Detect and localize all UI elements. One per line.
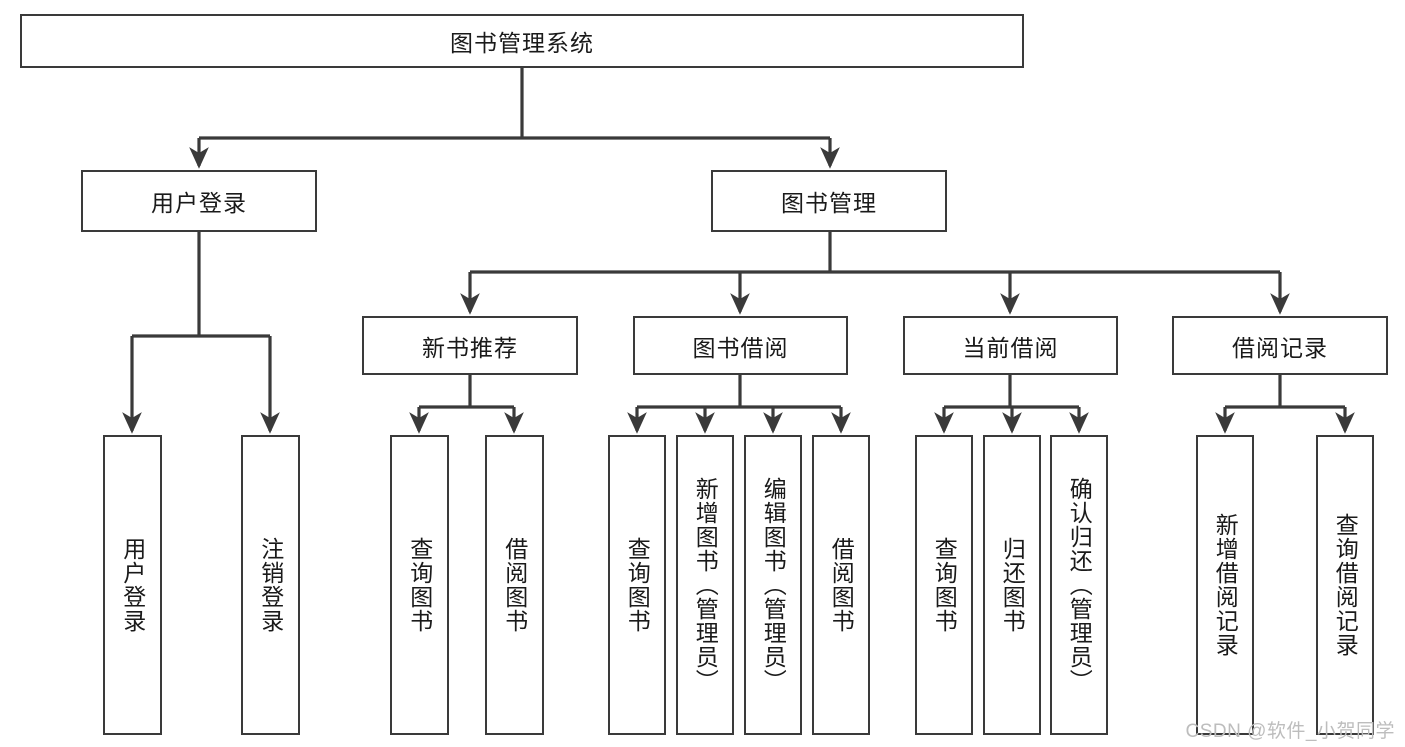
leaf-label: 借阅图书 <box>501 537 528 633</box>
leaf-label: 新增借阅记录 <box>1212 513 1239 657</box>
node-borrow-record[interactable]: 借阅记录 <box>1172 316 1388 375</box>
leaf-return-book[interactable]: 归还图书 <box>983 435 1041 735</box>
leaf-label: 编辑图书（管理员） <box>760 477 787 693</box>
leaf-label: 确认归还（管理员） <box>1066 477 1093 693</box>
leaf-add-book-admin[interactable]: 新增图书（管理员） <box>676 435 734 735</box>
leaf-label: 查询借阅记录 <box>1332 513 1359 657</box>
leaf-label: 查询图书 <box>406 537 433 633</box>
node-book-management[interactable]: 图书管理 <box>711 170 947 232</box>
leaf-label: 归还图书 <box>999 537 1026 633</box>
leaf-label: 注销登录 <box>257 537 284 633</box>
leaf-query-book-borrow[interactable]: 查询图书 <box>608 435 666 735</box>
leaf-label: 查询图书 <box>931 537 958 633</box>
leaf-add-borrow-record[interactable]: 新增借阅记录 <box>1196 435 1254 735</box>
leaf-query-book-recommend[interactable]: 查询图书 <box>390 435 449 735</box>
node-current-borrow[interactable]: 当前借阅 <box>903 316 1118 375</box>
leaf-label: 查询图书 <box>624 537 651 633</box>
node-user-login[interactable]: 用户登录 <box>81 170 317 232</box>
leaf-borrow-book-recommend[interactable]: 借阅图书 <box>485 435 544 735</box>
node-new-book-recommend[interactable]: 新书推荐 <box>362 316 578 375</box>
leaf-logout[interactable]: 注销登录 <box>241 435 300 735</box>
leaf-edit-book-admin[interactable]: 编辑图书（管理员） <box>744 435 802 735</box>
leaf-borrow-book[interactable]: 借阅图书 <box>812 435 870 735</box>
node-book-borrow[interactable]: 图书借阅 <box>633 316 848 375</box>
leaf-label: 用户登录 <box>119 537 146 633</box>
node-root-system[interactable]: 图书管理系统 <box>20 14 1024 68</box>
leaf-confirm-return-admin[interactable]: 确认归还（管理员） <box>1050 435 1108 735</box>
leaf-label: 借阅图书 <box>828 537 855 633</box>
leaf-query-book-current[interactable]: 查询图书 <box>915 435 973 735</box>
leaf-label: 新增图书（管理员） <box>692 477 719 693</box>
leaf-user-login[interactable]: 用户登录 <box>103 435 162 735</box>
watermark-credit: CSDN @软件_小贺同学 <box>1185 721 1395 742</box>
leaf-query-borrow-record[interactable]: 查询借阅记录 <box>1316 435 1374 735</box>
